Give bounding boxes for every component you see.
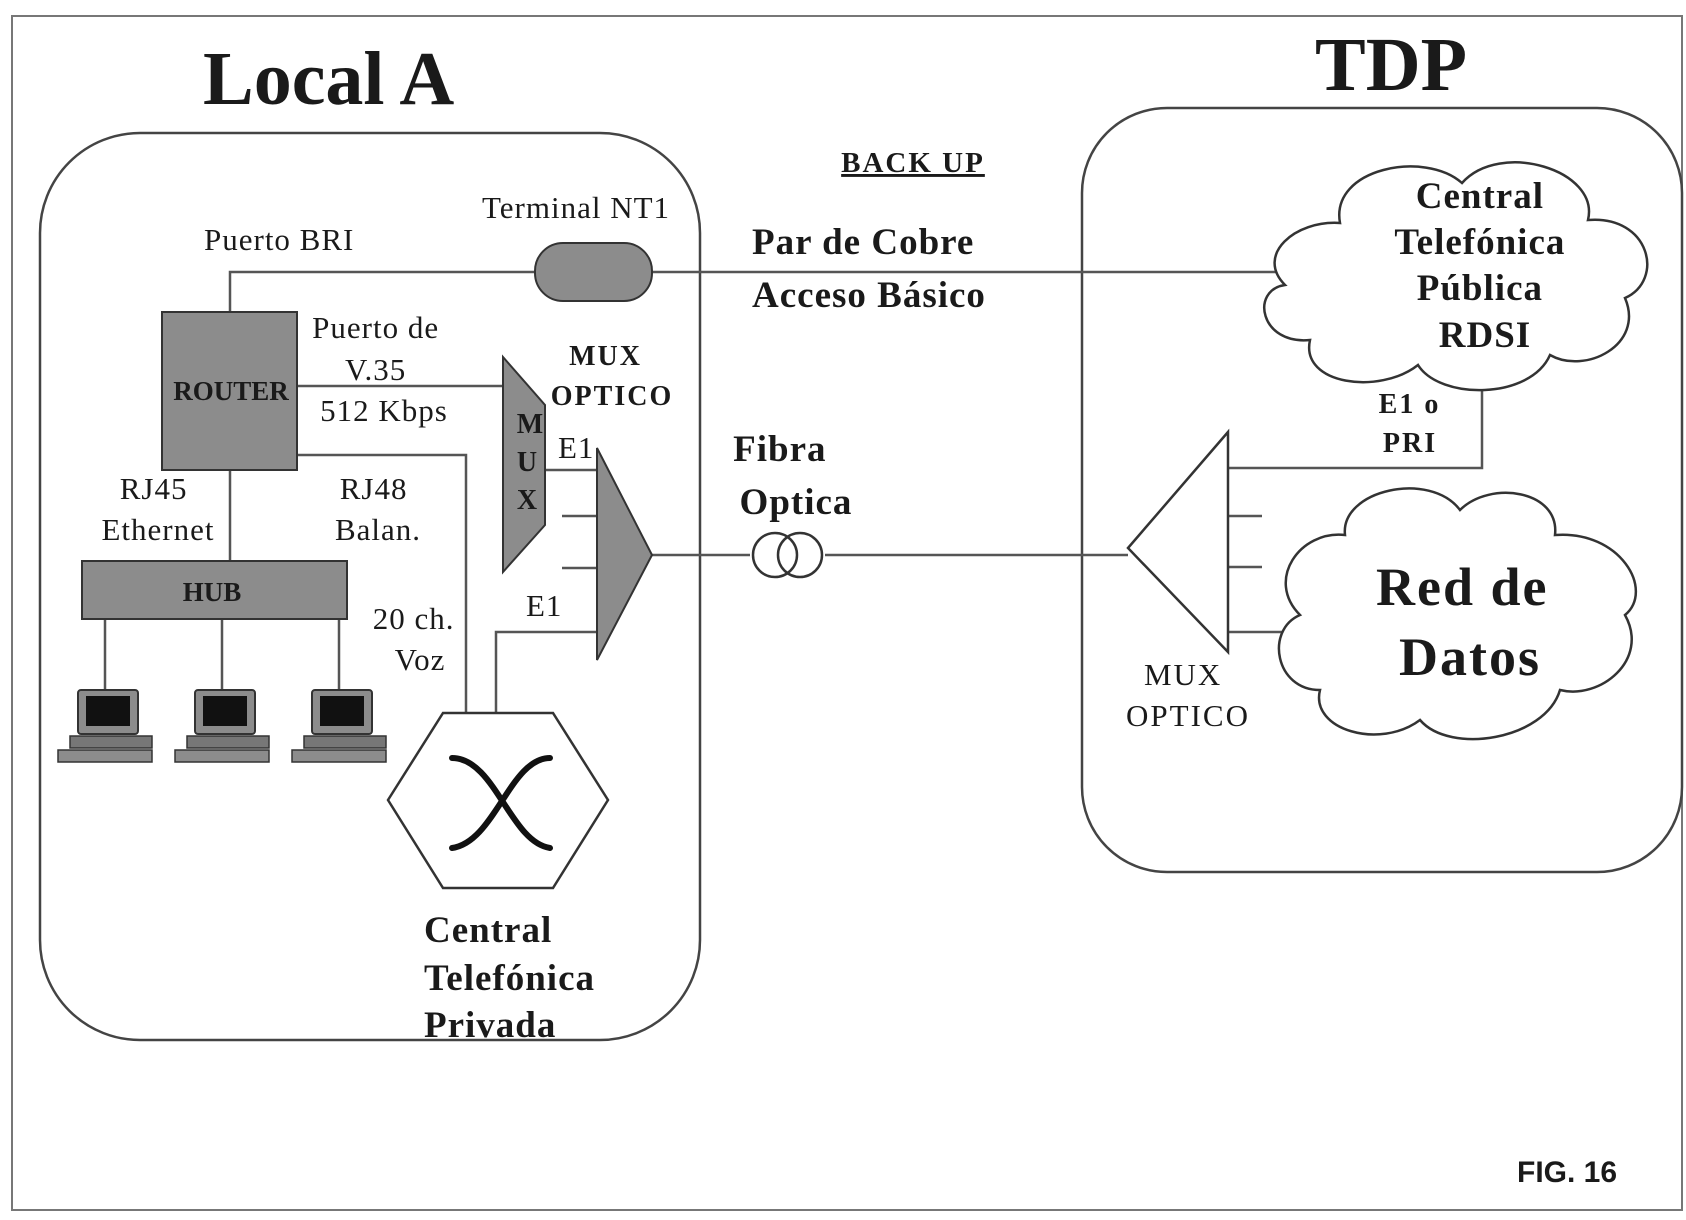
router-box [161, 311, 298, 471]
pbx-hexagon [386, 711, 610, 890]
hub-label: HUB [183, 577, 242, 607]
pc-icon [291, 689, 387, 763]
backup-label: BACK UP [841, 147, 985, 179]
mux-letter-m: M [517, 409, 543, 440]
mux-optico-tdp-label: MUX OPTICO [1126, 657, 1250, 733]
data-network-cloud [1277, 487, 1637, 741]
bri-link [228, 270, 535, 312]
central-privada-label: Central Telefónica Privada [424, 910, 605, 1046]
terminal-nt1-label: Terminal NT1 [482, 190, 670, 225]
mux-device [502, 354, 546, 575]
title-local-a: Local A [203, 37, 454, 121]
title-tdp: TDP [1315, 23, 1467, 107]
rj48-label: RJ48 Balan. [335, 471, 421, 547]
puerto-bri-label: Puerto BRI [204, 222, 354, 257]
e1-bottom-label: E1 [526, 588, 562, 623]
optical-mux-local [596, 447, 654, 661]
e1-pbx-link [494, 630, 597, 713]
fiber-coupler-icon [776, 531, 824, 579]
switch-x-icon [449, 755, 553, 851]
local-a-region [38, 131, 702, 1042]
rj45-label: RJ45 Ethernet [101, 471, 214, 547]
par-cobre-label: Par de Cobre [752, 222, 974, 263]
e1-pri-link [1228, 387, 1484, 470]
hub-box [81, 560, 348, 620]
puerto-v35-label: Puerto de V.35 512 Kbps [312, 310, 448, 428]
router-label: ROUTER [173, 376, 289, 406]
e1-top-label: E1 [558, 430, 594, 465]
public-central-cloud [1263, 161, 1649, 392]
figure-number: FIG. 16 [1517, 1156, 1617, 1189]
data-network-label: Red de Datos [1376, 557, 1564, 687]
nt1-terminal [534, 242, 653, 302]
e1-pri-label: E1 o PRI [1379, 389, 1450, 459]
public-central-label: Central Telefónica Pública RDSI [1394, 176, 1575, 356]
mux-optico-local-label: MUX OPTICO [551, 341, 673, 412]
fibra-optica-label: Fibra Optica [733, 429, 852, 523]
optical-mux-tdp [1126, 428, 1230, 656]
tdp-region [1080, 106, 1684, 874]
rj48-link [297, 453, 468, 713]
voz-label: 20 ch. Voz [373, 601, 464, 677]
mux-letter-x: X [517, 485, 537, 516]
fiber-coupler-icon [751, 531, 799, 579]
pc-icon [57, 689, 153, 763]
pc-icon [174, 689, 270, 763]
acceso-basico-label: Acceso Básico [752, 275, 986, 316]
mux-letter-u: U [517, 447, 537, 478]
